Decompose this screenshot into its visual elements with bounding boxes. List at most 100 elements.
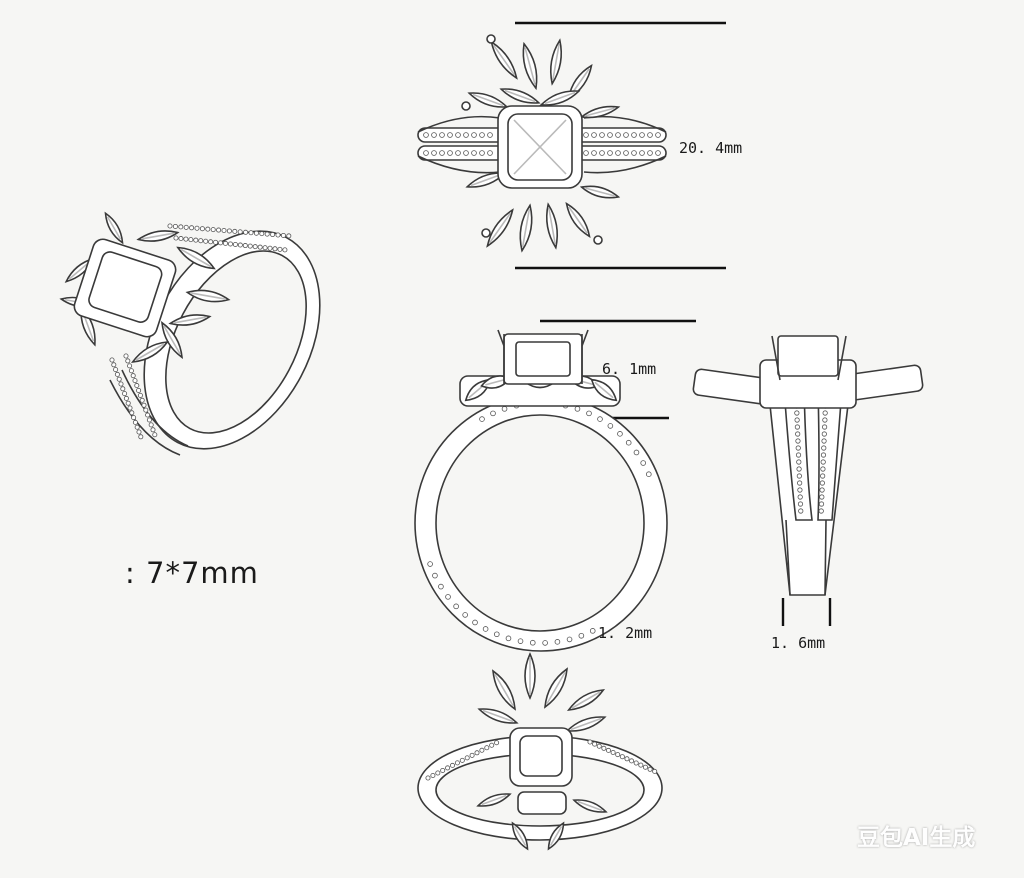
pave-stone bbox=[482, 626, 489, 632]
pave-stone bbox=[819, 480, 825, 486]
pave-stone bbox=[610, 750, 616, 756]
ai-watermark: 豆包AI生成 bbox=[857, 825, 976, 851]
pave-stone bbox=[439, 132, 445, 138]
pave-stone bbox=[111, 362, 117, 368]
marquise-stone bbox=[545, 202, 559, 250]
pave-stone bbox=[136, 429, 142, 435]
pave-stone bbox=[237, 229, 243, 235]
pave-stone bbox=[247, 243, 253, 249]
pave-stone bbox=[270, 232, 276, 238]
pave-stone bbox=[583, 132, 589, 138]
pave-stone bbox=[821, 445, 827, 451]
pave-stone bbox=[591, 150, 597, 156]
pave-stone bbox=[125, 358, 131, 364]
pave-stone bbox=[286, 233, 292, 239]
front-view bbox=[414, 319, 696, 652]
pave-stone bbox=[213, 239, 219, 245]
pave-stone bbox=[795, 452, 802, 458]
pave-stone bbox=[484, 745, 490, 751]
pave-stone bbox=[615, 150, 621, 156]
marquise-stone bbox=[477, 708, 519, 724]
pave-stone bbox=[462, 612, 468, 618]
marquise-stone bbox=[547, 821, 565, 851]
pave-stone bbox=[183, 236, 189, 242]
pave-stone bbox=[795, 431, 801, 437]
pave-stone bbox=[490, 410, 496, 417]
pave-stone bbox=[501, 406, 508, 412]
pave-stone bbox=[794, 410, 800, 416]
pave-stone bbox=[517, 638, 524, 644]
pave-stone bbox=[257, 244, 263, 250]
pave-stone bbox=[128, 368, 134, 374]
pave-stone bbox=[137, 392, 143, 398]
pave-stone bbox=[633, 449, 640, 456]
pave-stone bbox=[132, 419, 138, 425]
pave-stone bbox=[272, 246, 278, 252]
marquise-stone bbox=[492, 669, 516, 711]
pave-stone bbox=[542, 640, 548, 646]
pave-stone bbox=[479, 416, 485, 422]
pave-stone bbox=[148, 422, 154, 428]
pave-stone bbox=[645, 471, 652, 477]
pave-stone bbox=[198, 238, 204, 244]
pave-stone bbox=[795, 438, 801, 444]
dimension-label-height: 6. 1mm bbox=[602, 360, 656, 378]
pave-stone bbox=[193, 237, 199, 243]
pave-stone bbox=[631, 132, 637, 138]
pave-stone bbox=[822, 417, 828, 423]
marquise-stone bbox=[104, 211, 124, 245]
pave-stone bbox=[243, 229, 249, 235]
pave-stone bbox=[796, 473, 802, 479]
stone-size-label: : 7*7mm bbox=[125, 556, 259, 590]
pave-stone bbox=[601, 745, 607, 751]
pave-stone bbox=[797, 487, 803, 493]
pave-stone bbox=[607, 423, 614, 429]
pave-stone bbox=[818, 508, 824, 514]
pave-stone bbox=[232, 241, 238, 247]
pave-stone bbox=[797, 494, 803, 500]
pave-stone bbox=[554, 639, 561, 645]
pave-stone bbox=[587, 739, 593, 745]
marquise-stone bbox=[511, 821, 529, 851]
ring-inner bbox=[435, 414, 645, 632]
pave-stone bbox=[237, 242, 243, 248]
pave-stone bbox=[821, 438, 827, 444]
pave-stone bbox=[430, 772, 436, 778]
dimension-label-width: 20. 4mm bbox=[679, 139, 742, 157]
marquise-stone bbox=[486, 208, 514, 248]
pave-stone bbox=[425, 775, 431, 781]
marquise-stone bbox=[524, 652, 536, 700]
pave-stone bbox=[455, 132, 461, 138]
pave-stone bbox=[592, 741, 598, 747]
pave-stone bbox=[652, 768, 658, 774]
pave-stone bbox=[143, 407, 149, 413]
pave-stone bbox=[479, 132, 485, 138]
marquise-stone bbox=[565, 202, 591, 238]
pave-stone bbox=[615, 132, 621, 138]
pave-stone bbox=[820, 452, 827, 458]
pave-stone bbox=[798, 508, 804, 514]
pave-stone bbox=[232, 228, 238, 234]
pave-stone bbox=[596, 743, 602, 749]
pave-stone bbox=[474, 750, 480, 756]
pave-stone bbox=[578, 632, 585, 639]
pave-stone bbox=[253, 230, 259, 236]
pave-stone bbox=[203, 238, 209, 244]
marquise-stone bbox=[544, 667, 568, 709]
pave-stone bbox=[445, 594, 451, 600]
pave-stone bbox=[655, 132, 661, 138]
pave-stone bbox=[194, 225, 200, 231]
marquise-stone bbox=[572, 799, 608, 813]
pave-stone bbox=[431, 132, 437, 138]
pave-stone bbox=[529, 639, 536, 646]
pave-stone bbox=[134, 424, 140, 430]
dimension-label-band: 1. 2mm bbox=[598, 624, 652, 642]
pave-stone bbox=[277, 246, 283, 252]
pave-stone bbox=[607, 150, 613, 156]
marquise-stone bbox=[130, 341, 170, 363]
pave-stone bbox=[248, 230, 254, 236]
pave-stone bbox=[599, 132, 605, 138]
pave-stone bbox=[796, 466, 802, 472]
pave-stone bbox=[607, 132, 613, 138]
